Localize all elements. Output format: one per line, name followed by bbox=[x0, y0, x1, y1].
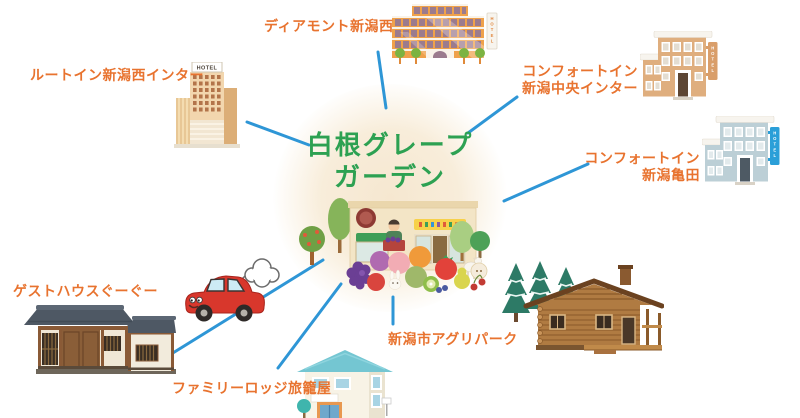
label-hatagoya: ファミリーロッジ旅籠屋 bbox=[172, 380, 332, 396]
grape-garden-shop-illustration bbox=[299, 198, 490, 293]
entrance-door bbox=[678, 73, 688, 97]
hotel-comfort-kameda-illustration: HOTEL bbox=[702, 116, 780, 185]
hotel-routeinn-illustration: HOTEL bbox=[174, 62, 240, 148]
connector-comfort-kameda bbox=[502, 162, 590, 203]
label-comfort-chuo-line2: 新潟中央インター bbox=[522, 80, 638, 96]
hotel-diamont-illustration: HOTEL bbox=[392, 4, 498, 64]
label-routeinn: ルートイン新潟西インター bbox=[30, 67, 204, 83]
guesthouse-illustration bbox=[24, 305, 176, 374]
round-tree bbox=[297, 399, 311, 418]
car-body bbox=[185, 275, 265, 314]
label-diamont: ディアモント新潟西 bbox=[264, 18, 394, 34]
right-trees bbox=[450, 221, 490, 261]
label-comfort-kameda-line2: 新潟亀田 bbox=[642, 167, 700, 183]
hotel-sign-text: HOTEL bbox=[197, 66, 218, 72]
log-cabin-illustration bbox=[502, 261, 664, 354]
hotel-sign bbox=[191, 62, 223, 73]
car-illustration bbox=[185, 258, 280, 322]
apple-tree bbox=[299, 226, 325, 265]
shop-door bbox=[433, 236, 447, 263]
signpost bbox=[381, 397, 392, 416]
label-comfort-kameda-line1: コンフォートイン bbox=[584, 150, 700, 166]
trees-row bbox=[395, 48, 485, 64]
entrance-door bbox=[740, 158, 750, 182]
cabin bbox=[523, 265, 664, 354]
door bbox=[621, 316, 636, 345]
smoke-cloud bbox=[237, 258, 280, 291]
lodge-house-illustration bbox=[297, 350, 393, 418]
label-comfort-chuo: コンフォートイン 新潟中央インター bbox=[522, 63, 638, 97]
label-comfort-kameda: コンフォートイン 新潟亀田 bbox=[584, 150, 700, 184]
center-title-line1: 白根グレープ bbox=[306, 130, 474, 160]
hotel-sign-text: HOTEL bbox=[489, 16, 494, 44]
fruit-pile bbox=[346, 246, 488, 293]
annex bbox=[120, 316, 176, 371]
shop-awning bbox=[356, 233, 388, 242]
farmer bbox=[383, 219, 405, 251]
tall-tree bbox=[328, 198, 352, 253]
main-roof bbox=[24, 308, 136, 325]
label-comfort-chuo-line1: コンフォートイン bbox=[522, 63, 638, 79]
label-guesthouse: ゲストハウスぐーぐー bbox=[13, 283, 158, 299]
hotel-sign bbox=[770, 127, 780, 165]
entrance-doors bbox=[62, 330, 100, 369]
hotel-sign bbox=[486, 12, 498, 50]
hotel-sign bbox=[708, 42, 718, 80]
building-facade bbox=[392, 4, 484, 58]
wheels bbox=[195, 304, 253, 322]
label-agripark: 新潟市アグリパーク bbox=[388, 331, 518, 347]
hotel-comfort-chuo-illustration: HOTEL bbox=[640, 31, 718, 100]
roof bbox=[297, 350, 393, 372]
center-title-line2: ガーデン bbox=[333, 162, 446, 192]
hotel-sign-text: HOTEL bbox=[772, 131, 777, 159]
center-title: 白根グレープ ガーデン bbox=[282, 129, 498, 193]
hotel-sign-text: HOTEL bbox=[710, 46, 715, 74]
main-house bbox=[24, 305, 136, 369]
